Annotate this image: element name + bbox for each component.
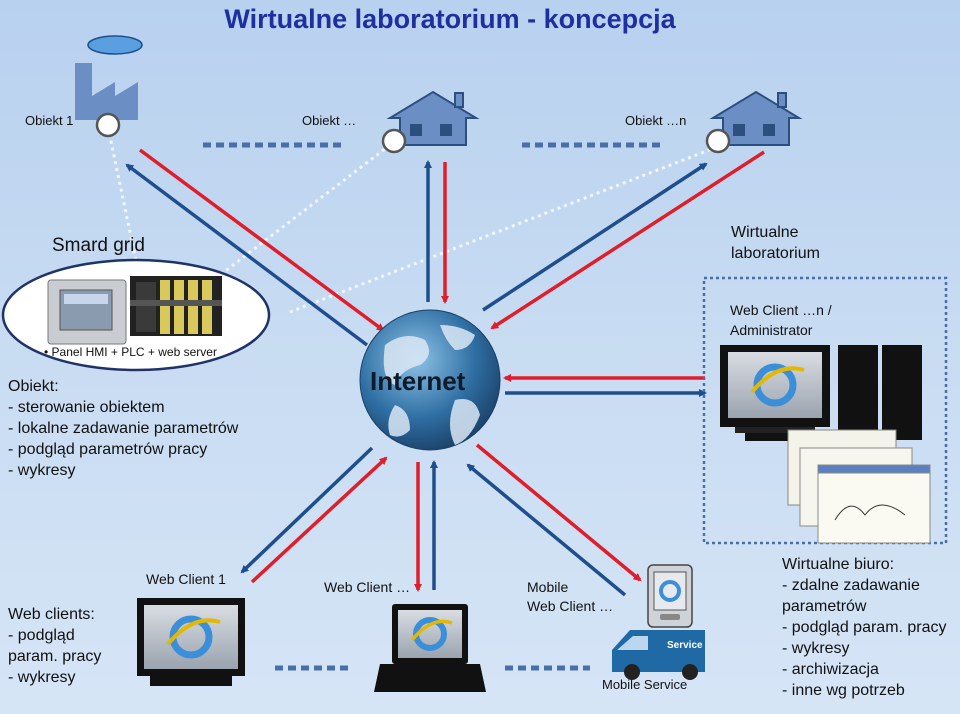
admin-client-line: Web Client …n / bbox=[730, 302, 832, 318]
service-van-icon bbox=[612, 630, 705, 680]
smart-grid-label: Smard grid bbox=[52, 235, 145, 256]
web-client-dots-label: Web Client … bbox=[324, 579, 411, 595]
mobile-service-label: Mobile Service bbox=[602, 677, 688, 692]
virtual-lab-line: Wirtualne bbox=[731, 224, 799, 241]
office-line: - podgląd param. pracy bbox=[782, 619, 947, 636]
globe-icon bbox=[359, 309, 501, 451]
object-n-label: Obiekt …n bbox=[625, 113, 687, 128]
object-features: Obiekt: - sterowanie obiektem - lokalne … bbox=[8, 376, 238, 481]
object-1-label: Obiekt 1 bbox=[25, 113, 74, 128]
virtual-lab-box bbox=[702, 276, 948, 545]
feature-line: - wykresy bbox=[8, 462, 76, 479]
virtual-office-description: Wirtualne biuro: - zdalne zadawanie para… bbox=[782, 554, 947, 701]
office-line: parametrów bbox=[782, 598, 867, 615]
node-object-n bbox=[705, 128, 731, 154]
page-title: Wirtualne laboratorium - koncepcja bbox=[224, 4, 676, 34]
screenshot-stack bbox=[787, 429, 931, 544]
web-clients-line: - wykresy bbox=[8, 669, 76, 686]
admin-client-label: Web Client …n / Administrator bbox=[730, 300, 832, 340]
admin-monitor-icon bbox=[720, 345, 830, 441]
node-object-1 bbox=[95, 112, 121, 138]
feature-line: Obiekt: bbox=[8, 378, 59, 395]
office-line: - zdalne zadawanie bbox=[782, 577, 920, 594]
plc-icon bbox=[130, 276, 222, 336]
virtual-lab-label: Wirtualne laboratorium bbox=[731, 222, 820, 264]
internet-label: Internet bbox=[370, 366, 466, 396]
web-clients-line: - podgląd bbox=[8, 627, 75, 644]
feature-line: - lokalne zadawanie parametrów bbox=[8, 420, 239, 437]
cloud-icon bbox=[87, 35, 143, 55]
server-tower-icon bbox=[838, 345, 922, 440]
mobile-client-line: Mobile bbox=[527, 579, 569, 595]
laptop-icon bbox=[374, 604, 486, 692]
office-line: - archiwizacja bbox=[782, 661, 879, 678]
office-line: - wykresy bbox=[782, 640, 850, 657]
web-clients-line: param. pracy bbox=[8, 648, 102, 665]
office-line: - inne wg potrzeb bbox=[782, 682, 905, 699]
web-clients-description: Web clients: - podgląd param. pracy - wy… bbox=[8, 604, 101, 688]
mobile-client-label: Mobile Web Client … bbox=[527, 578, 613, 616]
smart-grid-bullet: • Panel HMI + PLC + web server bbox=[44, 345, 217, 359]
mobile-client-line: Web Client … bbox=[527, 598, 614, 614]
object-2-label: Obiekt … bbox=[302, 113, 357, 128]
service-badge: Service bbox=[667, 640, 703, 651]
feature-line: - podgląd parametrów pracy bbox=[8, 441, 208, 458]
node-object-2 bbox=[381, 128, 407, 154]
factory-icon bbox=[75, 63, 138, 120]
web-client-1-label: Web Client 1 bbox=[146, 571, 226, 587]
office-line: Wirtualne biuro: bbox=[782, 556, 895, 573]
web-clients-line: Web clients: bbox=[8, 606, 95, 623]
feature-line: - sterowanie obiektem bbox=[8, 399, 165, 416]
virtual-lab-line: laboratorium bbox=[731, 245, 820, 262]
smart-grid-bullet-text: Panel HMI + PLC + web server bbox=[51, 345, 217, 359]
mobile-device-icon bbox=[647, 564, 693, 628]
hmi-panel-icon bbox=[47, 279, 127, 345]
web-client-1-monitor-icon bbox=[137, 598, 245, 686]
admin-client-line: Administrator bbox=[730, 322, 813, 338]
